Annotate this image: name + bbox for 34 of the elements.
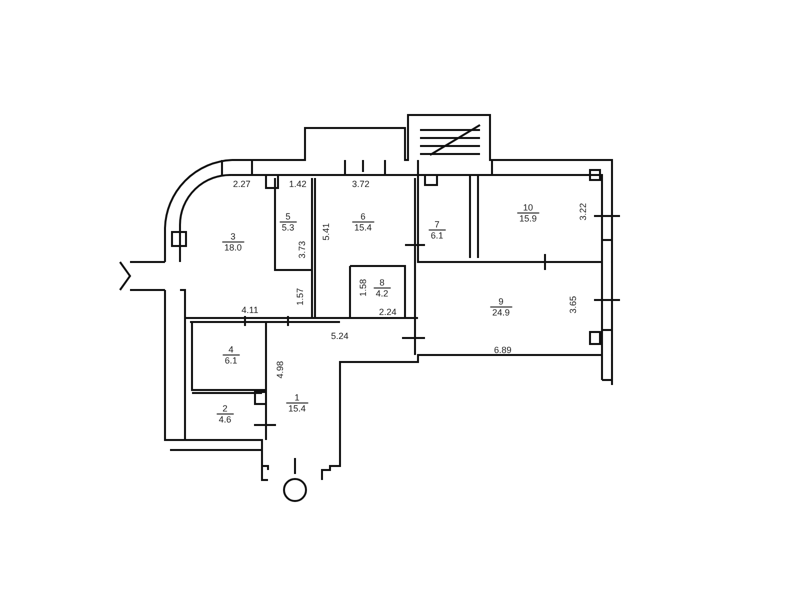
room-number: 8 [378,278,386,288]
dimension-label: 1.58 [358,279,368,297]
room-area: 15.4 [286,402,308,414]
room-area: 24.9 [490,306,512,318]
room-number: 4 [228,344,234,354]
room-number: 3 [229,232,236,242]
dimension-label: 3.22 [578,203,588,221]
room-area: 15.4 [352,222,374,232]
dimension-label: 1.42 [289,179,307,189]
room-area: 18.0 [222,242,244,252]
dimension-label: 3.73 [297,241,307,259]
room-number: 6 [359,212,366,222]
dimension-label: 2.27 [233,179,251,189]
room-number: 2 [222,404,228,414]
room-area: 6.1 [222,354,240,366]
dimension-label: 5.41 [321,223,331,241]
room-number: 5 [284,212,292,222]
room-area: 4.6 [216,414,234,424]
room-number: 1 [293,392,300,402]
dimension-label: 3.72 [352,179,370,189]
room-area: 15.9 [517,212,539,224]
room-area: 4.2 [374,288,390,298]
dimension-label: 2.24 [379,307,397,317]
room-number: 10 [522,202,534,212]
dimension-label: 5.24 [331,331,349,341]
room-area: 5.3 [280,222,296,232]
dimension-label: 1.57 [295,288,305,306]
dimension-label: 3.65 [568,296,578,314]
dimension-label: 6.89 [494,345,512,355]
room-number: 7 [434,220,440,230]
room-area: 6.1 [428,230,446,240]
room-number: 9 [497,296,504,306]
dimension-label: 4.98 [275,361,285,379]
dimension-label: 4.11 [242,305,258,315]
